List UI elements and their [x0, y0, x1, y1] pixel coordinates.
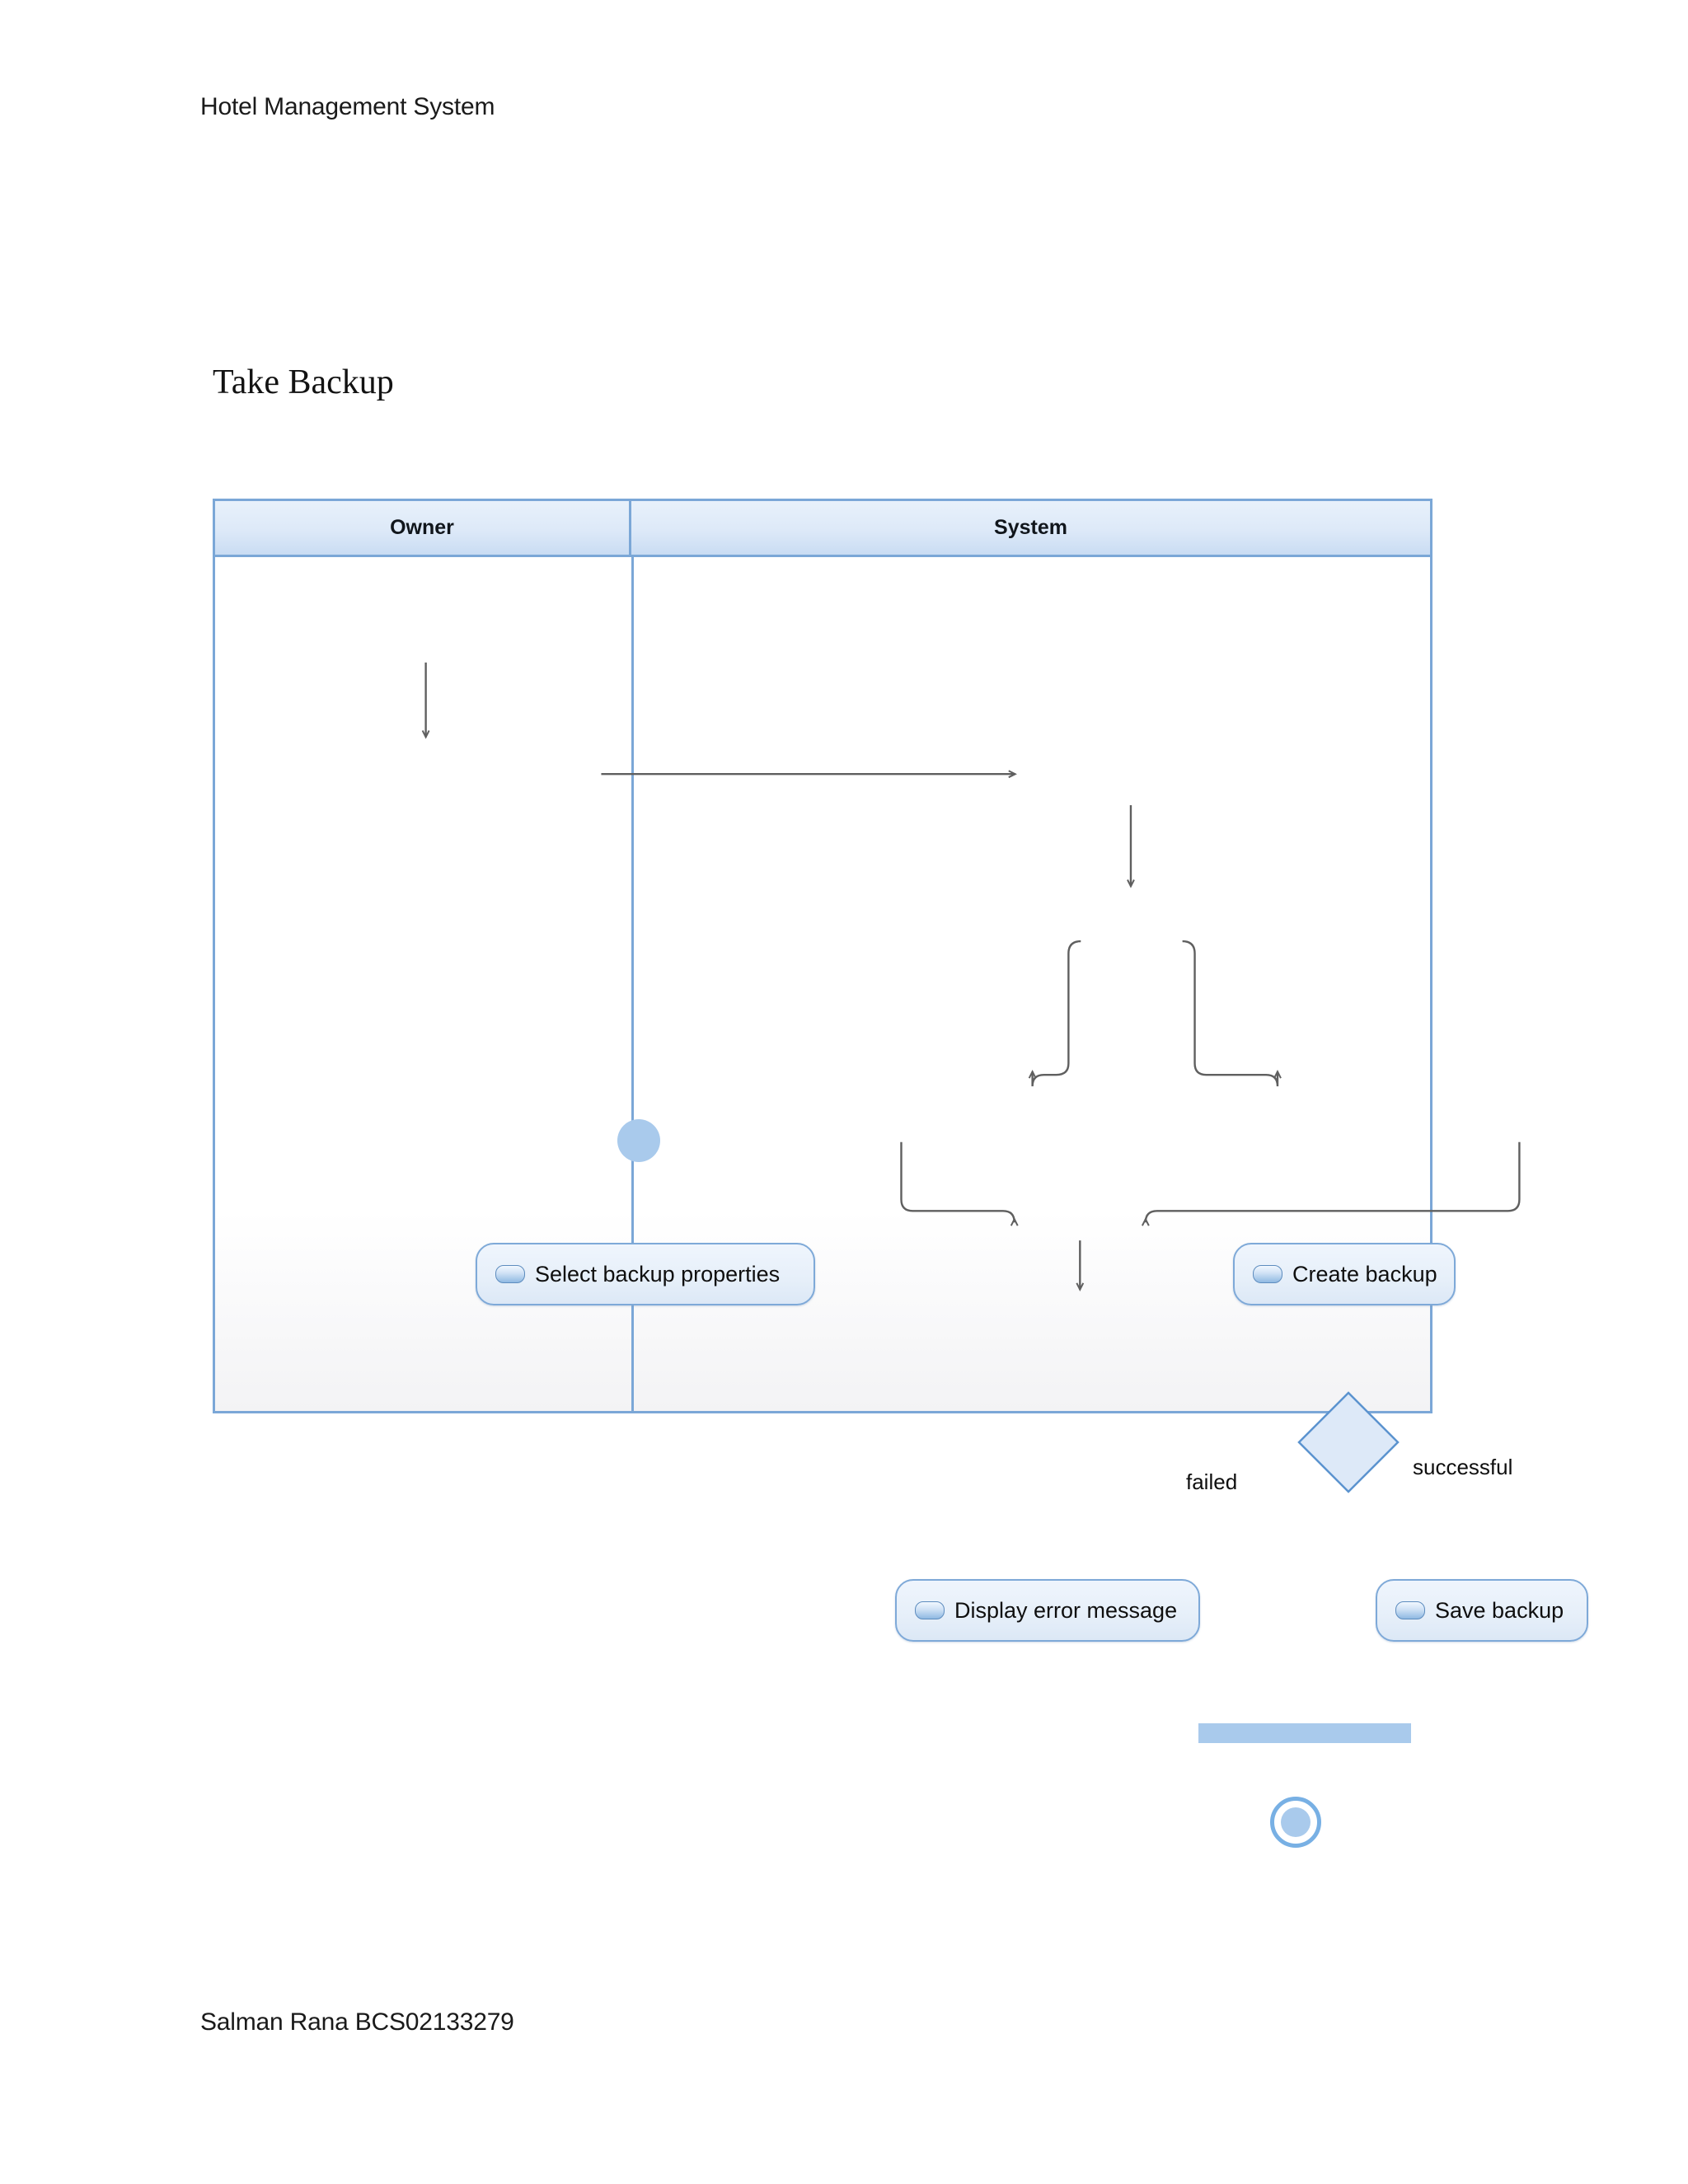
swimlane-header-system: System — [631, 501, 1430, 557]
swimlane-header-row: Owner System — [215, 501, 1430, 557]
action-node-label: Select backup properties — [535, 1261, 781, 1286]
diagram-caption: Take Backup — [213, 363, 394, 401]
action-node-select-backup-properties[interactable]: Select backup properties — [476, 1243, 815, 1305]
action-node-create-backup[interactable]: Create backup — [1233, 1243, 1456, 1305]
action-node-save-backup[interactable]: Save backup — [1376, 1579, 1588, 1642]
final-node-core — [1281, 1807, 1311, 1837]
action-node-label: Create backup — [1292, 1261, 1437, 1286]
edge-error-to-merge — [900, 1141, 1019, 1226]
edge-save-to-merge — [1142, 1141, 1521, 1226]
action-pill-icon — [915, 1601, 945, 1619]
action-node-label: Save backup — [1435, 1597, 1564, 1623]
decision-node[interactable] — [1297, 1391, 1400, 1493]
initial-node[interactable] — [617, 1119, 660, 1162]
merge-node-bar[interactable] — [1198, 1723, 1411, 1743]
decision-diamond-icon — [1297, 1391, 1400, 1493]
action-pill-icon — [495, 1265, 525, 1283]
activity-diagram-frame: Owner System — [213, 499, 1588, 1848]
action-node-label: Display error message — [954, 1597, 1178, 1623]
action-node-display-error-message[interactable]: Display error message — [895, 1579, 1200, 1642]
edge-label-failed: failed — [1186, 1469, 1238, 1494]
document-footer: Salman Rana BCS02133279 — [200, 2008, 514, 2036]
action-pill-icon — [1253, 1265, 1282, 1283]
document-header: Hotel Management System — [200, 93, 495, 120]
swimlane-divider — [631, 557, 634, 1411]
edge-label-successful: successful — [1413, 1455, 1513, 1479]
swimlane-header-owner: Owner — [215, 501, 631, 557]
edge-decision-to-error — [1028, 940, 1081, 1087]
final-node[interactable] — [1270, 1797, 1321, 1848]
action-pill-icon — [1395, 1601, 1425, 1619]
edge-decision-to-save — [1182, 940, 1282, 1087]
